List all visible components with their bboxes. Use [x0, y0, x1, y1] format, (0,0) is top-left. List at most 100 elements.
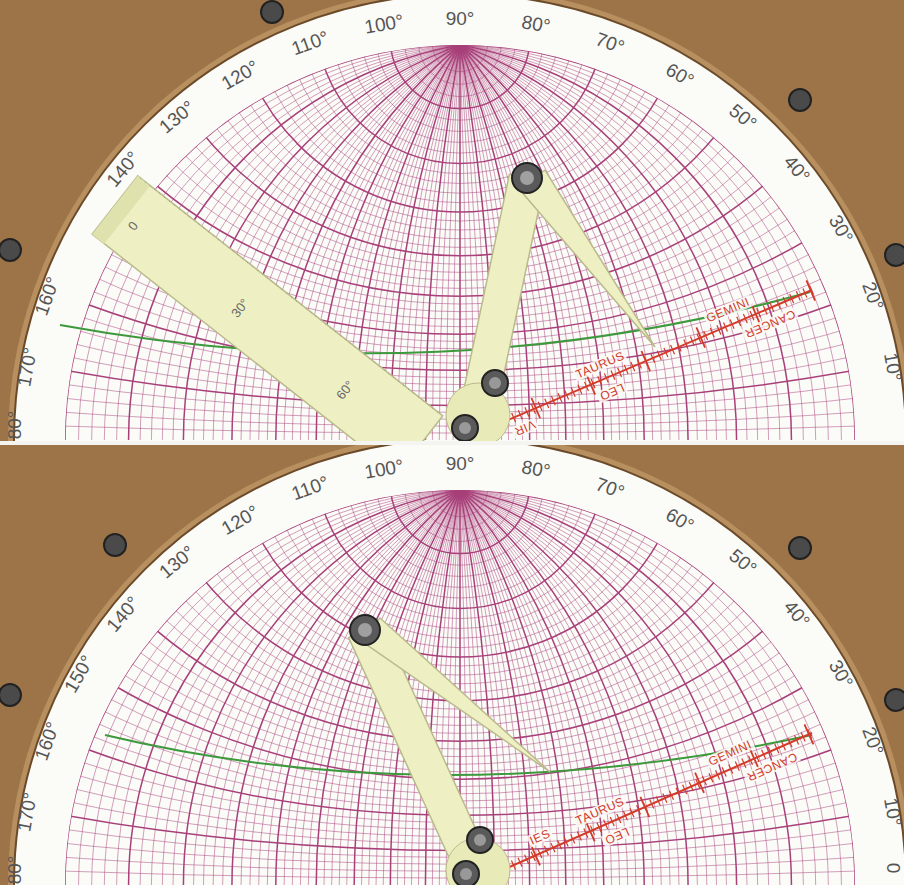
zodiac-label: GEMINI: [703, 295, 753, 325]
grid-line: [0, 0, 904, 334]
grid-line: [0, 445, 604, 885]
grid-line: [332, 0, 589, 153]
grid-line: [173, 445, 747, 684]
grid-line: [140, 481, 904, 885]
grid-line: [0, 445, 904, 822]
grid-line: [0, 0, 679, 441]
grid-line: [65, 45, 855, 441]
grid-line: [390, 445, 529, 554]
grid-line: [418, 1, 501, 84]
grid-line: [404, 445, 515, 542]
dial-disk: [14, 445, 904, 885]
grid-line: [0, 0, 904, 370]
grid-line: [0, 445, 537, 885]
ruler-scale-label: 30°: [229, 296, 251, 320]
top-panel: [0, 0, 904, 441]
grid-line: [0, 445, 904, 787]
dial-disk: [14, 0, 904, 441]
grid-line: [390, 0, 529, 109]
grid-line: [0, 0, 904, 377]
grid-line: [0, 465, 737, 885]
degree-label: 20°: [860, 724, 888, 757]
degree-label: 0: [884, 863, 903, 874]
grid-line: [300, 0, 619, 174]
zodiac-label: TAURUS: [572, 349, 628, 382]
grid-line: [0, 0, 904, 392]
grid-line: [194, 0, 727, 230]
grid-line: [339, 445, 904, 885]
grid-line: [316, 0, 604, 163]
grid-line: [267, 0, 652, 193]
grid-line: [300, 445, 619, 619]
grid-line: [0, 445, 904, 757]
ruler-scale-label: 0: [126, 219, 141, 233]
degree-label: 150°: [61, 652, 97, 696]
grid-line: [0, 445, 904, 794]
grid-line: [300, 445, 904, 885]
zodiac-scale: [480, 290, 812, 432]
grid-line: [162, 29, 904, 441]
grid-line: [21, 43, 815, 441]
degree-label: 110°: [288, 473, 330, 504]
grid-line: [0, 445, 904, 764]
grid-line: [0, 445, 644, 885]
grid-line: [0, 445, 904, 779]
grid-line: [0, 0, 467, 441]
grid-line: [0, 0, 544, 441]
grid-line: [0, 0, 904, 319]
grid-line: [0, 39, 791, 441]
grid-line: [213, 0, 707, 221]
grid-line: [65, 490, 855, 885]
degree-label: 50°: [726, 545, 760, 578]
grid-line: [0, 0, 481, 441]
grid-line: [459, 45, 461, 440]
degree-label: 30°: [826, 212, 857, 246]
grid-line: [0, 0, 516, 441]
degree-label: 160°: [31, 719, 62, 762]
bottom-panel: [0, 445, 904, 885]
grid-line: [0, 445, 636, 885]
degree-label: 80°: [5, 411, 24, 440]
grid-line: [0, 445, 653, 885]
grid-line: [0, 0, 670, 441]
degree-label: 20°: [860, 279, 888, 312]
grid-line: [362, 445, 559, 576]
grid-line: [0, 0, 688, 441]
grid-line: [0, 0, 904, 342]
grid-line: [418, 446, 501, 529]
degree-label: 170°: [14, 346, 40, 388]
grid-line: [0, 0, 904, 327]
grid-line: [232, 445, 688, 657]
degree-label: 110°: [288, 28, 330, 59]
zodiac-label: LEO: [596, 381, 628, 404]
degree-label: 140°: [103, 593, 143, 635]
ruler-scale-label: 60°: [334, 378, 356, 402]
grid-line: [0, 445, 904, 878]
alidade-arm: [446, 163, 655, 441]
grid-line: [0, 0, 904, 398]
grid-line: [0, 445, 697, 885]
grid-line: [0, 0, 904, 384]
grid-line: [347, 0, 904, 441]
zodiac-label: CANCER: [743, 750, 801, 784]
grid-line: [0, 0, 904, 405]
degree-label: 40°: [781, 152, 814, 186]
grid-line: [284, 445, 904, 885]
grid-line: [0, 445, 523, 885]
stereographic-grid: [0, 445, 904, 885]
grid-line: [0, 0, 509, 441]
degree-label: 90°: [446, 9, 475, 28]
ecliptic-line: [105, 735, 812, 775]
degree-label: 30°: [826, 657, 857, 691]
grid-line: [213, 445, 707, 666]
grid-line: [404, 0, 515, 97]
degree-label: 50°: [726, 100, 760, 133]
grid-line: [347, 445, 904, 885]
grid-line: [0, 0, 904, 349]
degree-label: 170°: [14, 791, 40, 833]
grid-line: [0, 1, 707, 441]
zodiac-label: CANCER: [741, 307, 799, 341]
grid-line: [194, 445, 727, 675]
grid-line: [0, 0, 551, 441]
